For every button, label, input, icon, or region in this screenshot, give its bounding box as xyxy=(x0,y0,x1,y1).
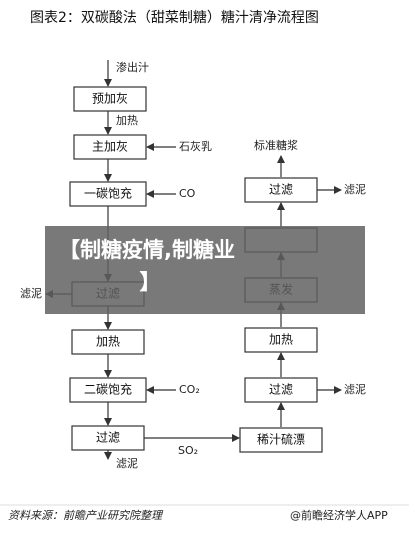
svg-text:过滤: 过滤 xyxy=(269,383,293,397)
node-main-liming: 主加灰 xyxy=(73,134,147,160)
svg-text:加热: 加热 xyxy=(269,333,293,347)
node-heating-left: 加热 xyxy=(71,329,145,355)
node-pre-liming: 预加灰 xyxy=(73,86,147,112)
node-second-carbonation: 二碳饱充 xyxy=(69,377,147,403)
label-filter-mud-r1: 滤泥 xyxy=(344,183,366,196)
svg-text:一碳饱充: 一碳饱充 xyxy=(84,186,132,201)
svg-text:二碳饱充: 二碳饱充 xyxy=(84,382,132,397)
svg-text:稀汁硫漂: 稀汁硫漂 xyxy=(257,432,305,447)
label-heating: 加热 xyxy=(116,114,138,127)
node-filtration-r2: 过滤 xyxy=(244,377,318,403)
headline-banner[interactable]: 【制糖疫情,制糖业 】 xyxy=(45,226,365,314)
label-filter-mud-2: 滤泥 xyxy=(116,457,138,470)
figure-title: 图表2：双碳酸法（甜菜制糖）糖汁清净流程图 xyxy=(30,10,319,26)
label-lime-milk: 石灰乳 xyxy=(179,139,212,153)
node-first-carbonation: 一碳饱充 xyxy=(69,181,147,207)
svg-text:加热: 加热 xyxy=(96,335,120,349)
label-filter-mud-r2: 滤泥 xyxy=(344,383,366,396)
node-thin-juice-sulfitation: 稀汁硫漂 xyxy=(239,427,323,453)
node-filtration-r1: 过滤 xyxy=(244,177,318,203)
label-co: CO xyxy=(179,187,196,200)
svg-text:主加灰: 主加灰 xyxy=(92,140,128,154)
label-so2: SO₂ xyxy=(178,444,198,457)
label-filter-mud-1: 滤泥 xyxy=(20,287,42,300)
svg-text:过滤: 过滤 xyxy=(96,431,120,445)
output-label: 标准糖浆 xyxy=(254,138,298,152)
label-co2: CO₂ xyxy=(179,383,200,396)
headline-line-2: 】 xyxy=(139,270,161,294)
input-label: 渗出汁 xyxy=(116,60,149,74)
svg-text:过滤: 过滤 xyxy=(269,183,293,197)
node-filtration-2: 过滤 xyxy=(71,425,145,451)
node-heating-right: 加热 xyxy=(244,327,318,353)
headline-line-1: 【制糖疫情,制糖业 xyxy=(59,238,235,262)
source-note: 资料来源：前瞻产业研究院整理 xyxy=(8,509,164,522)
brand-credit: @前瞻经济学人APP xyxy=(290,508,388,522)
svg-text:预加灰: 预加灰 xyxy=(92,92,128,106)
